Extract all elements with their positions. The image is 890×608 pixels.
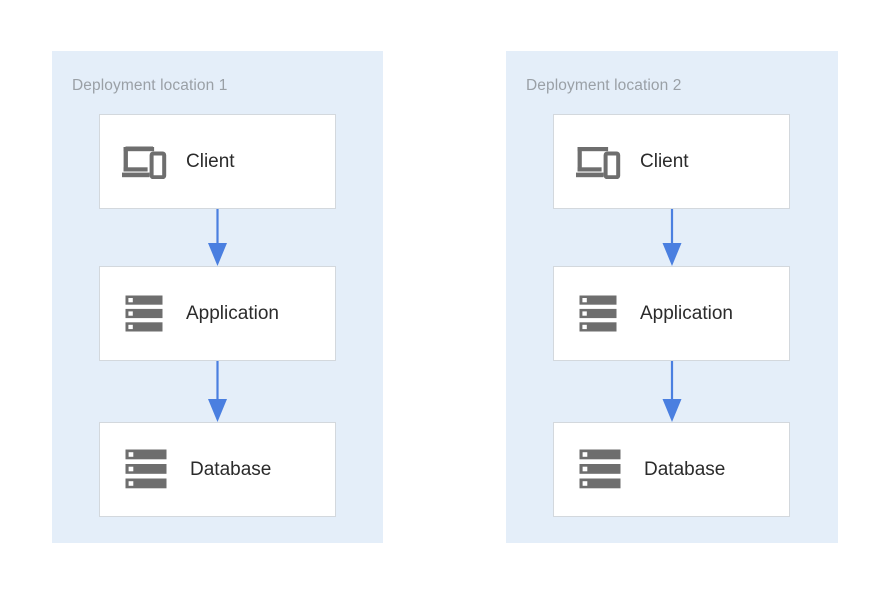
panel-title-2: Deployment location 2 bbox=[526, 77, 682, 94]
deployment-location-panel-1: Deployment location 1 bbox=[52, 51, 383, 543]
deployment-location-panel-2: Deployment location 2 bbox=[506, 51, 838, 543]
node-client-2[interactable]: Client bbox=[553, 114, 790, 209]
server-stack-icon bbox=[576, 291, 622, 337]
node-label-database-2: Database bbox=[644, 458, 726, 480]
connector-application-to-database-2 bbox=[662, 361, 682, 422]
node-database-1[interactable]: Database bbox=[99, 422, 336, 517]
connector-client-to-application-2 bbox=[662, 209, 682, 266]
server-stack-icon bbox=[122, 291, 168, 337]
node-label-client-1: Client bbox=[186, 150, 235, 172]
devices-icon bbox=[576, 139, 622, 185]
node-application-2[interactable]: Application bbox=[553, 266, 790, 361]
devices-icon bbox=[122, 139, 168, 185]
panel-title-1: Deployment location 1 bbox=[72, 77, 228, 94]
node-label-application-2: Application bbox=[640, 302, 733, 324]
node-label-application-1: Application bbox=[186, 302, 279, 324]
server-stack-icon bbox=[122, 445, 172, 495]
server-stack-icon bbox=[576, 445, 626, 495]
node-label-database-1: Database bbox=[190, 458, 272, 480]
node-application-1[interactable]: Application bbox=[99, 266, 336, 361]
node-database-2[interactable]: Database bbox=[553, 422, 790, 517]
connector-client-to-application-1 bbox=[208, 209, 227, 266]
connector-application-to-database-1 bbox=[208, 361, 227, 422]
node-client-1[interactable]: Client bbox=[99, 114, 336, 209]
node-label-client-2: Client bbox=[640, 150, 689, 172]
